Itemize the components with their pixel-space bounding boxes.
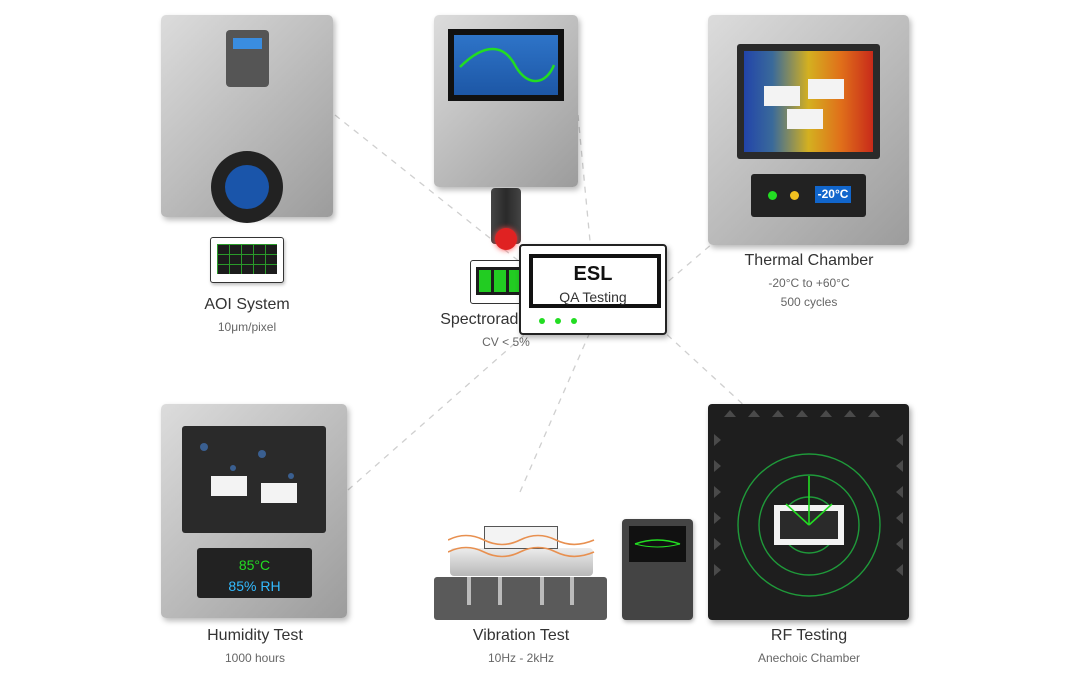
center-esl-device: ESL QA Testing — [519, 244, 667, 335]
thermal-temp-display: -20°C — [815, 186, 851, 203]
vibration-controller — [622, 519, 693, 620]
humidity-droplet — [258, 450, 266, 458]
thermal-sample-1 — [764, 86, 800, 106]
thermal-sample-2 — [808, 79, 844, 99]
vibration-scope-trace — [634, 539, 681, 548]
rf-anechoic-chamber — [708, 404, 909, 620]
thermal-sample-3 — [787, 109, 823, 129]
spectro-wave — [459, 47, 556, 83]
line-humidity — [347, 329, 531, 491]
humidity-readout: 85°C 85% RH — [197, 548, 312, 598]
aoi-control-panel — [226, 30, 269, 87]
humidity-window — [182, 426, 326, 533]
thermal-heatmap — [744, 51, 873, 152]
humidity-spec: 1000 hours — [224, 651, 286, 665]
thermal-spec-range: -20°C to +60°C — [768, 276, 850, 290]
vibration-scope — [629, 526, 686, 562]
thermal-window — [737, 44, 880, 159]
thermal-chamber: -20°C — [708, 15, 909, 245]
rf-label: RF Testing — [770, 627, 848, 644]
aoi-panel-screen — [233, 38, 262, 49]
aoi-label: AOI System — [204, 296, 290, 313]
humidity-temp: 85°C — [238, 557, 271, 573]
vibration-label: Vibration Test — [472, 627, 570, 644]
thermal-label: Thermal Chamber — [744, 252, 874, 269]
vibration-spec: 10Hz - 2kHz — [487, 651, 555, 665]
spectro-screen — [454, 35, 558, 95]
aoi-camera-lens — [211, 151, 283, 223]
rf-spec: Anechoic Chamber — [757, 651, 861, 665]
rf-chamber-graphics — [714, 410, 903, 597]
aoi-spec: 10μm/pixel — [217, 320, 277, 334]
aoi-sample-grid — [217, 244, 277, 274]
line-spectro — [577, 114, 593, 263]
humidity-sample-1 — [211, 476, 247, 496]
spectro-monitor — [434, 15, 578, 187]
thermal-spec-cycles: 500 cycles — [780, 295, 838, 309]
center-title: ESL — [573, 263, 613, 285]
vibration-waves — [448, 534, 595, 558]
vibration-base — [434, 577, 607, 620]
center-subtitle: QA Testing — [559, 289, 627, 305]
aoi-machine — [161, 15, 333, 223]
thermal-led-yellow — [790, 191, 799, 200]
humidity-droplet — [200, 443, 208, 451]
line-aoi — [334, 114, 521, 263]
thermal-led-green — [768, 191, 777, 200]
humidity-droplet — [230, 465, 236, 471]
spectro-screen-bezel — [448, 29, 564, 101]
vibration-sample — [484, 526, 558, 549]
spectro-sample-bars — [476, 267, 526, 295]
aoi-sample-display — [210, 237, 284, 283]
line-vibration — [519, 331, 591, 493]
line-rf — [661, 329, 761, 421]
humidity-label: Humidity Test — [207, 627, 303, 644]
vibration-table — [450, 548, 593, 576]
center-esl-screen — [529, 254, 661, 308]
humidity-sample-2 — [261, 483, 297, 503]
thermal-control-panel: -20°C — [751, 174, 866, 217]
spectro-spec: CV < 5% — [482, 335, 530, 349]
humidity-rh: 85% RH — [228, 578, 281, 594]
spectro-probe-light — [495, 228, 517, 250]
humidity-droplet — [288, 473, 294, 479]
vibration-rig — [434, 520, 609, 620]
aoi-lens-glass — [225, 165, 269, 209]
humidity-chamber: 85°C 85% RH — [161, 404, 347, 618]
